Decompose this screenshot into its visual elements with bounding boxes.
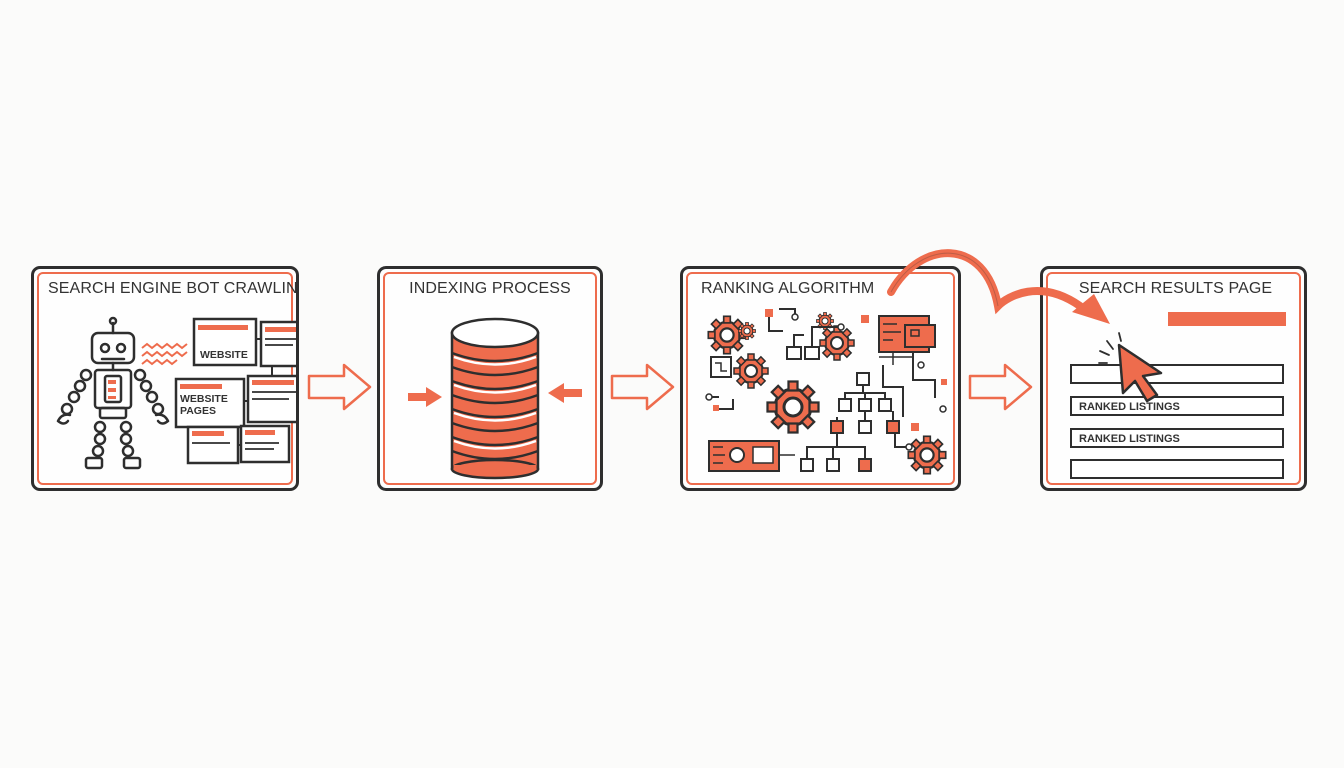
result-listing[interactable]: RANKED LISTINGS: [1070, 428, 1284, 448]
panel-ranking: RANKING ALGORITHM: [680, 266, 961, 491]
flowchart-icon: [705, 308, 947, 475]
panel-crawling: SEARCH ENGINE BOT CRAWLING: [31, 266, 299, 491]
panel-results: SEARCH RESULTS PAGE RANKED LISTINGS RANK…: [1040, 266, 1307, 491]
panel-title: RANKING ALGORITHM: [701, 280, 875, 297]
web-page-icon: [174, 317, 296, 465]
result-label: RANKED LISTINGS: [1079, 433, 1180, 445]
arrow-right-icon: [307, 363, 372, 411]
signal-waves-icon: [141, 342, 188, 366]
circuit-board-icon: [708, 315, 936, 472]
website-pages-label: WEBSITE PAGES: [180, 393, 228, 417]
website-label: WEBSITE: [200, 349, 248, 361]
panel-title: SEARCH RESULTS PAGE: [1078, 280, 1273, 297]
arrow-right-icon: [610, 363, 675, 411]
arrow-in-icon: [408, 383, 582, 407]
panel-indexing: INDEXING PROCESS: [377, 266, 603, 491]
panel-title: SEARCH ENGINE BOT CRAWLING: [48, 280, 299, 297]
robot-icon: [56, 316, 296, 470]
result-bar-icon: [1168, 312, 1286, 326]
result-label: RANKED LISTINGS: [1079, 401, 1180, 413]
cursor-icon: [1098, 332, 1163, 403]
result-listing[interactable]: [1070, 459, 1284, 479]
arrow-right-icon: [968, 363, 1033, 411]
panel-title: INDEXING PROCESS: [409, 280, 571, 297]
result-listing[interactable]: RANKED LISTINGS: [1070, 396, 1284, 416]
database-icon: [408, 317, 582, 480]
